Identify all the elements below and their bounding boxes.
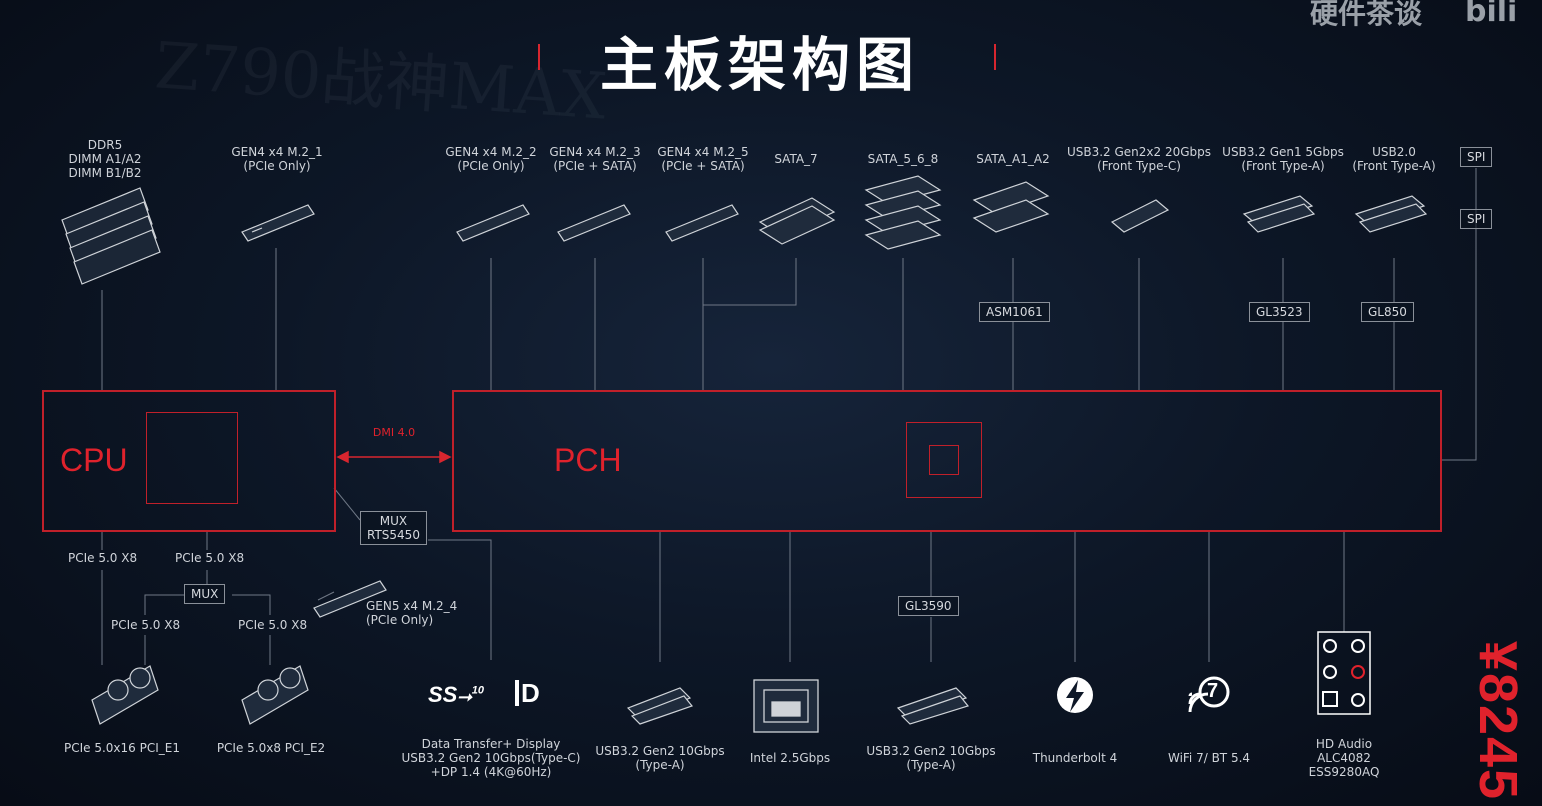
thunderbolt-icon [1057,677,1093,713]
lan-label: Intel 2.5Gbps [749,751,831,765]
dmi-label: DMI 4.0 [372,426,416,439]
title-accent-right [994,44,996,70]
hdd-stack-icon-568 [864,175,942,250]
cpu-block [42,390,336,532]
m2-3-label: GEN4 x4 M.2_3 (PCIe + SATA) [549,145,641,173]
price-tag: ¥8245 [1468,640,1529,802]
displayport-logo: D [515,680,540,706]
ss-logo-text: SS [428,682,458,707]
usb-c-stick-icon [1110,199,1170,233]
m2-4-label: GEN5 x4 M.2_4 (PCIe Only) [366,599,458,627]
usb-gen2b-label: USB3.2 Gen2 10Gbps (Type-A) [866,744,996,772]
wifi-label: WiFi 7/ BT 5.4 [1167,751,1251,765]
ethernet-icon [753,679,819,733]
pci-e1-label: PCIe 5.0x16 PCI_E1 [64,741,180,755]
m2-ssd-icon-2 [456,204,530,242]
cpu-lane-b: PCIe 5.0 X8 [175,551,245,565]
cpu-lane-c: PCIe 5.0 X8 [111,618,181,632]
m2-ssd-icon-4 [313,580,387,618]
spi-box-1: SPI [1460,147,1493,167]
wifi-7-icon [1188,676,1230,713]
thunderbolt-label: Thunderbolt 4 [1032,751,1118,765]
brand-logo: bili [1465,0,1518,29]
brand-text: 硬件茶谈 [1310,0,1423,30]
asm1061-chip: ASM1061 [979,302,1050,322]
usb-a-multi-icon-usb2 [1354,195,1428,233]
cpu-die-outline [146,412,238,504]
gl3523-chip: GL3523 [1249,302,1310,322]
pci-e2-label: PCIe 5.0x8 PCI_E2 [216,741,326,755]
m2-1-label: GEN4 x4 M.2_1 (PCIe Only) [231,145,323,173]
wifi-7-number: 7 [1207,680,1219,702]
m2-ssd-icon-1 [241,204,315,242]
mux-rts5450-chip: MUX RTS5450 [360,511,427,545]
ss-10-text: 10 [471,684,485,697]
pch-block [452,390,1442,532]
usb-a-multi-icon-gen2a [626,687,693,725]
usb-gen2a-label: USB3.2 Gen2 10Gbps (Type-A) [595,744,725,772]
gpu-icon-e1 [91,665,159,725]
cpu-label: CPU [60,442,128,478]
spi-box-2: SPI [1460,209,1493,229]
sata-568-label: SATA_5_6_8 [867,152,939,166]
hdd-stack-icon-a1a2 [972,181,1050,233]
pch-die-core [929,445,959,475]
cpu-lane-d: PCIe 5.0 X8 [238,618,308,632]
sata-7-label: SATA_7 [774,152,818,166]
hdd-icon-sata7 [758,197,836,245]
m2-2-label: GEN4 x4 M.2_2 (PCIe Only) [445,145,537,173]
audio-jack-icon [1317,631,1371,715]
gpu-icon-e2 [241,665,309,725]
audio-label: HD Audio ALC4082 ESS9280AQ [1308,737,1380,779]
page-title: 主板架构图 [600,31,921,99]
usb-a-multi-icon-gen1 [1242,195,1316,233]
gl3590-chip: GL3590 [898,596,959,616]
usb-2x2-label: USB3.2 Gen2x2 20Gbps (Front Type-C) [1066,145,1212,173]
usb2-label: USB2.0 (Front Type-A) [1352,145,1436,173]
gl850-chip: GL850 [1361,302,1414,322]
superspeed-logo: SS⭢10 [428,682,484,708]
title-accent-left [538,44,540,70]
pch-label: PCH [554,442,622,478]
cpu-lane-a: PCIe 5.0 X8 [68,551,138,565]
m2-ssd-icon-5 [665,204,739,242]
sata-a1a2-label: SATA_A1_A2 [976,152,1050,166]
usb-a-multi-icon-gen2b [896,687,970,725]
m2-ssd-icon-3 [557,204,631,242]
pch-die-outline [906,422,982,498]
ddr5-label: DDR5 DIMM A1/A2 DIMM B1/B2 [68,138,142,180]
usb-arrow-icon: ⭢ [457,686,472,706]
usb-gen1-label: USB3.2 Gen1 5Gbps (Front Type-A) [1222,145,1344,173]
ram-icon [61,187,161,285]
mux-chip: MUX [184,584,226,604]
m2-5-label: GEN4 x4 M.2_5 (PCIe + SATA) [657,145,749,173]
datatransfer-label: Data Transfer+ Display USB3.2 Gen2 10Gbp… [401,737,581,779]
